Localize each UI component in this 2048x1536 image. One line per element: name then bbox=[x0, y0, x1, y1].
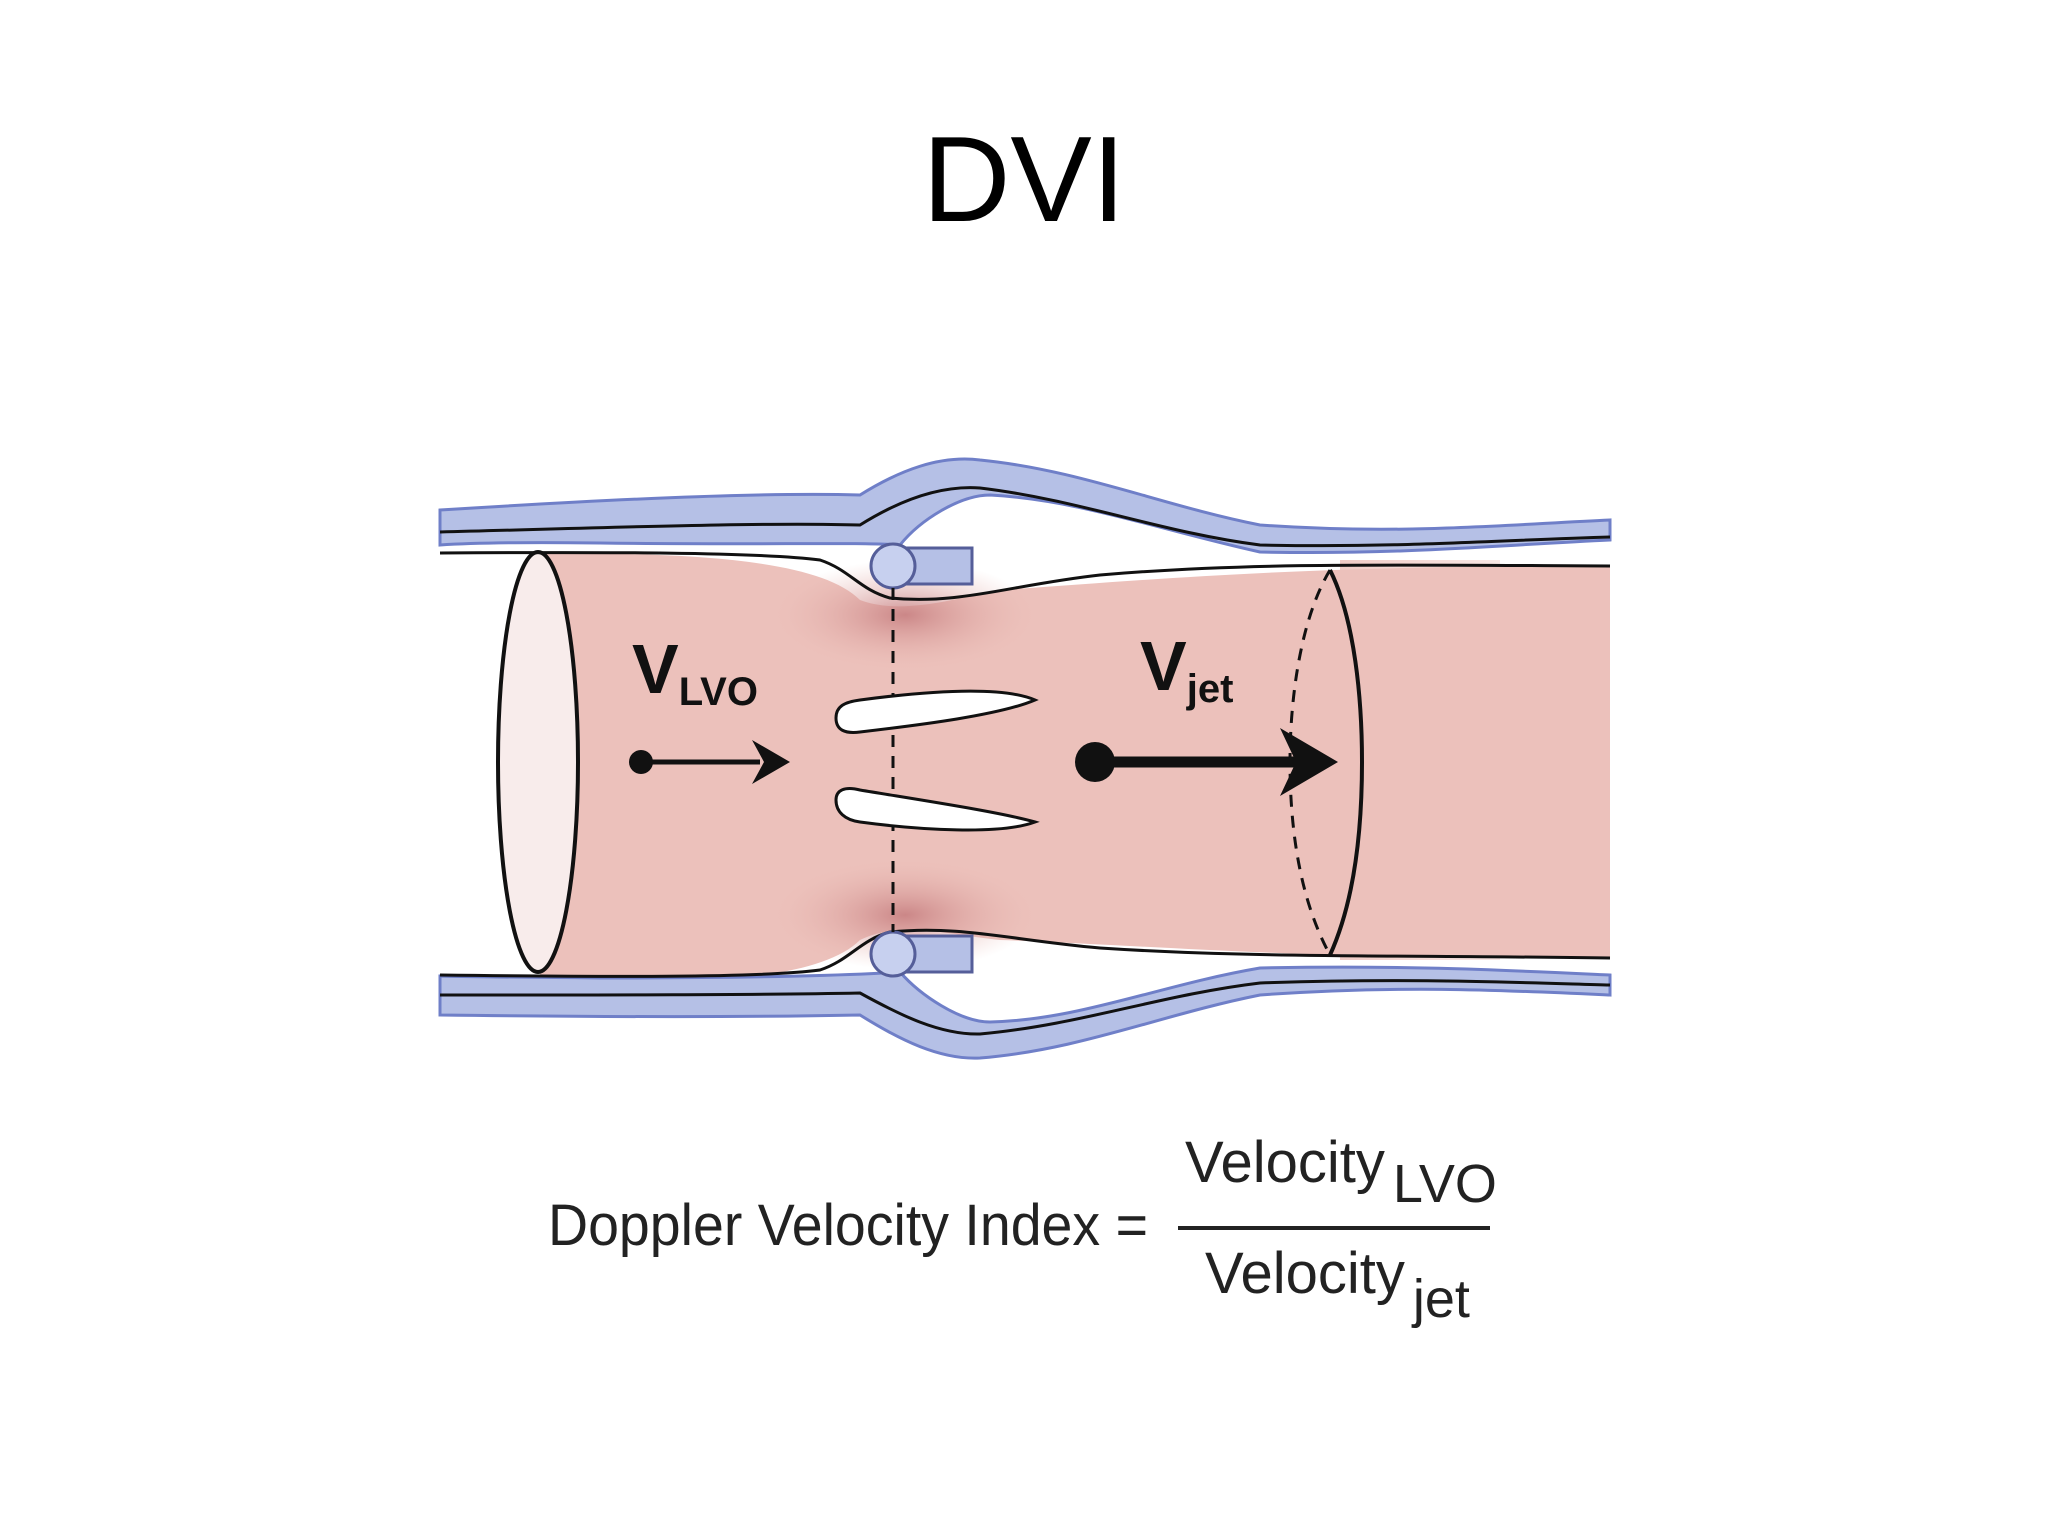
jet-arrow-head bbox=[1280, 728, 1338, 796]
lvo-label-sub: LVO bbox=[679, 670, 758, 714]
lvo-arrow-head bbox=[752, 740, 790, 784]
bottom-wall bbox=[438, 965, 1612, 1060]
annulus-hinge-bottom bbox=[869, 930, 917, 978]
stenosis-glow-top bbox=[775, 560, 1035, 670]
bottom-wall-outer-line bbox=[439, 979, 1611, 1036]
jet-label: Vjet bbox=[1140, 627, 1233, 711]
top-wall bbox=[438, 457, 1612, 555]
valve-leaflet-top bbox=[834, 689, 1039, 734]
top-lumen-edge bbox=[439, 551, 1611, 601]
slide-title: DVI bbox=[922, 111, 1126, 247]
formula-denominator-main: Velocity bbox=[1205, 1241, 1405, 1306]
top-wall-outer-line bbox=[439, 486, 1611, 548]
jet-label-sub: jet bbox=[1186, 667, 1234, 711]
jet-label-main: V bbox=[1140, 627, 1187, 705]
valve-leaflet-bottom bbox=[834, 786, 1040, 832]
annulus-hinge-top bbox=[869, 542, 917, 590]
inlet-face bbox=[496, 550, 580, 974]
bottom-lumen-edge bbox=[439, 928, 1611, 978]
formula-numerator-main: Velocity bbox=[1185, 1130, 1385, 1195]
blood-lumen bbox=[540, 553, 1610, 985]
lvo-label: VLVO bbox=[632, 630, 758, 714]
formula-lhs: Doppler Velocity Index = bbox=[548, 1193, 1148, 1258]
formula-numerator-sub: LVO bbox=[1393, 1154, 1497, 1214]
formula-denominator-sub: jet bbox=[1411, 1269, 1470, 1329]
lvo-label-main: V bbox=[632, 630, 679, 708]
jet-plane-solid bbox=[1328, 569, 1365, 956]
